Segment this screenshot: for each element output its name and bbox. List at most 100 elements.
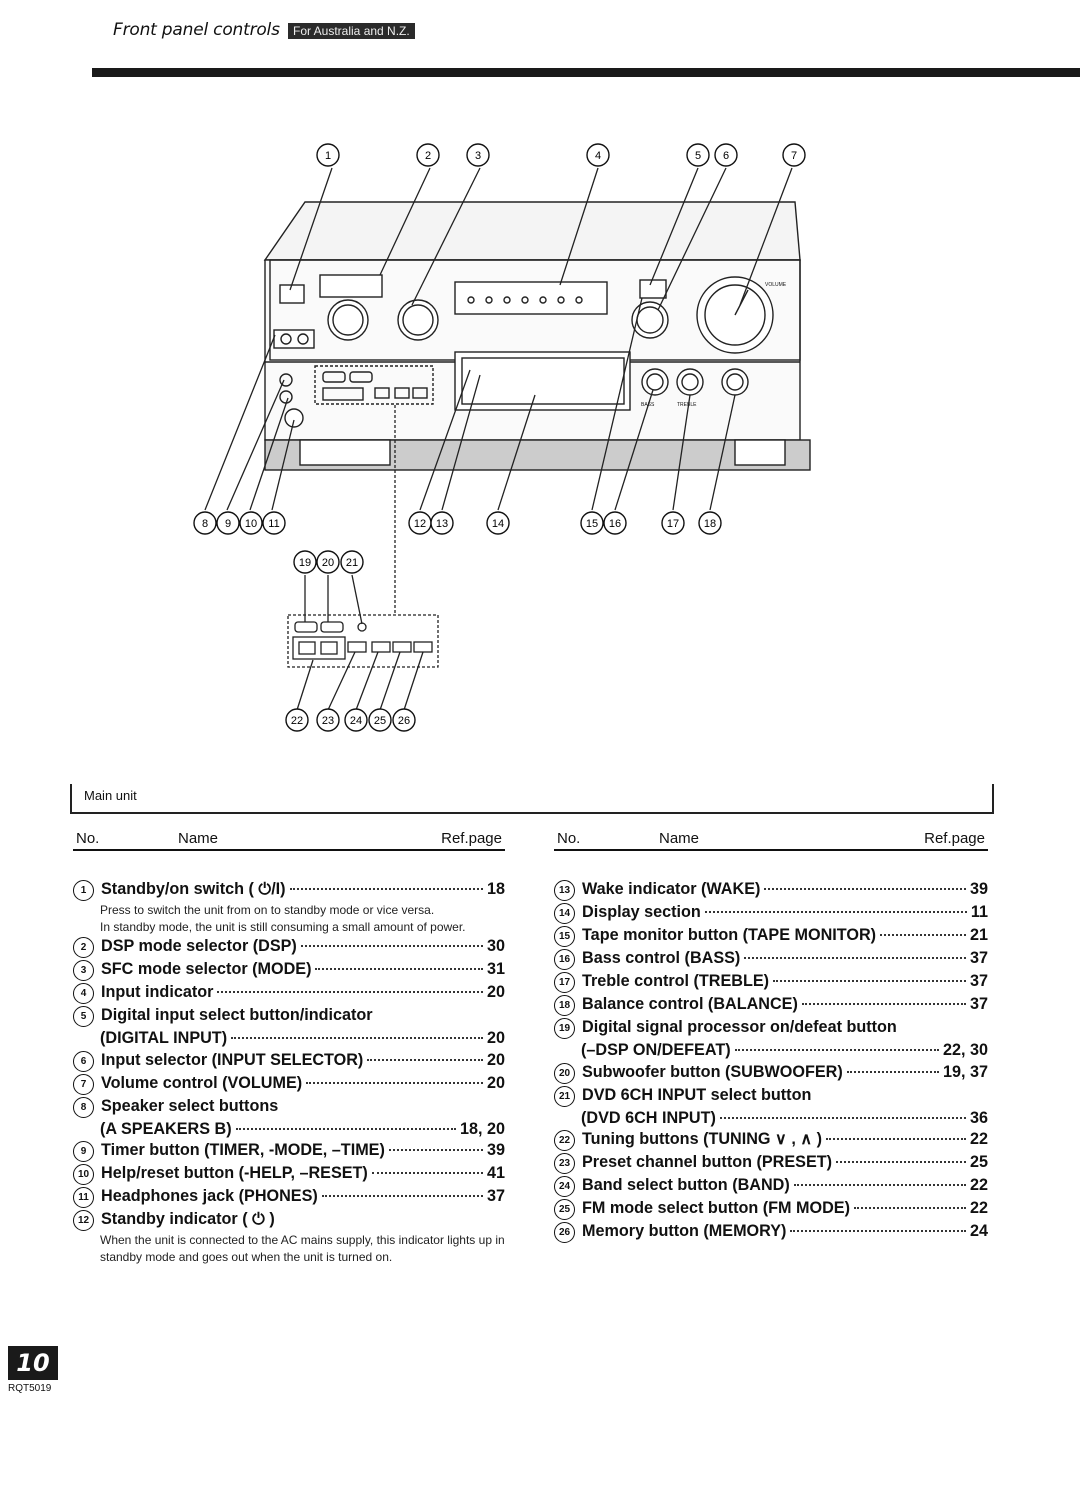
item-ref-page: 20: [486, 983, 505, 1001]
page-header: Front panel controls For Australia and N…: [0, 0, 1080, 80]
item-name: Memory button (MEMORY): [582, 1222, 787, 1240]
item-number-icon: 12: [73, 1210, 94, 1231]
header-name: Name: [659, 830, 700, 847]
item-ref-page: 21: [969, 926, 988, 944]
callout-21: 21: [340, 550, 364, 574]
callout-number: 10: [245, 518, 257, 530]
item-note: When the unit is connected to the AC mai…: [100, 1233, 505, 1264]
callout-19: 19: [293, 550, 317, 574]
item-ref-page: 37: [969, 995, 988, 1013]
leader-dots: [853, 1207, 966, 1209]
item-ref-page: 11: [970, 903, 988, 921]
item-name: SFC mode selector (MODE): [101, 960, 312, 978]
callout-number: 26: [398, 715, 410, 727]
callout-7: 7: [782, 143, 806, 167]
item-number-icon: 4: [73, 983, 94, 1004]
leader-dots: [773, 980, 966, 982]
callout-number: 12: [414, 518, 426, 530]
item-ref-page: 30: [486, 937, 505, 955]
callout-26: 26: [392, 708, 416, 732]
item-number-icon: 11: [73, 1187, 94, 1208]
callout-number: 9: [225, 518, 231, 530]
callout-9: 9: [216, 511, 240, 535]
item-name: Balance control (BALANCE): [582, 995, 798, 1013]
callout-12: 12: [408, 511, 432, 535]
callout-number: 18: [704, 518, 716, 530]
callout-number: 25: [374, 715, 386, 727]
item-name: Band select button (BAND): [582, 1176, 790, 1194]
callout-number: 7: [791, 150, 797, 162]
item-name: Bass control (BASS): [582, 949, 741, 967]
item-ref-page: 25: [969, 1153, 988, 1171]
item-name: Wake indicator (WAKE): [582, 880, 761, 898]
item-number-icon: 5: [73, 1006, 94, 1027]
item-name: Input selector (INPUT SELECTOR): [101, 1050, 364, 1069]
item-name: Help/reset button (-HELP, –RESET): [101, 1164, 368, 1182]
item-name: FM mode select button (FM MODE): [582, 1199, 850, 1217]
label-treble: TREBLE: [677, 402, 697, 408]
item-ref-page: 39: [969, 880, 988, 898]
item-name: Volume control (VOLUME): [101, 1073, 303, 1092]
item-ref-page: 22, 30: [942, 1041, 988, 1059]
callout-number: 17: [667, 518, 679, 530]
item-name: Display section: [582, 903, 701, 921]
item-name: DSP mode selector (DSP): [101, 937, 297, 955]
item-ref-page: 39: [486, 1141, 505, 1159]
callout-number: 6: [723, 150, 729, 162]
item-number-icon: 20: [554, 1062, 575, 1084]
leader-dots: [734, 1049, 939, 1051]
leader-dots: [790, 1230, 966, 1232]
callout-11: 11: [262, 511, 286, 535]
callout-number: 23: [322, 715, 334, 727]
item-ref-page: 41: [486, 1164, 505, 1182]
item-number-icon: 13: [554, 880, 575, 901]
leader-dots: [306, 1081, 483, 1084]
header-ref: Ref.page: [441, 830, 502, 847]
tuner-panel-detail: [287, 614, 439, 668]
region-badge: For Australia and N.Z.: [288, 23, 415, 39]
item-number-icon: 9: [73, 1141, 94, 1162]
item-ref-page: 22: [969, 1176, 988, 1194]
item-name: Treble control (TREBLE): [582, 972, 770, 990]
callout-25: 25: [368, 708, 392, 732]
item-name: Preset channel button (PRESET): [582, 1153, 833, 1171]
callout-22: 22: [285, 708, 309, 732]
item-name: Digital signal processor on/defeat butto…: [582, 1018, 897, 1036]
item-ref-page: 20: [486, 1073, 505, 1092]
document-code: RQT5019: [8, 1383, 52, 1394]
item-name-cont: (–DSP ON/DEFEAT): [581, 1041, 731, 1059]
item-number-icon: 23: [554, 1153, 575, 1174]
header-ref: Ref.page: [924, 830, 985, 847]
callout-20: 20: [316, 550, 340, 574]
leader-dots: [315, 968, 483, 970]
callout-10: 10: [239, 511, 263, 535]
table-header: No. Name Ref.page: [73, 827, 505, 851]
caption-text: Main unit: [84, 788, 137, 803]
item-name: Speaker select buttons: [101, 1096, 279, 1115]
callout-18: 18: [698, 511, 722, 535]
item-ref-page: 18, 20: [459, 1119, 505, 1138]
header-no: No.: [76, 830, 100, 847]
callout-number: 24: [350, 715, 362, 727]
item-name: Subwoofer button (SUBWOOFER): [582, 1062, 843, 1081]
item-ref-page: 20: [486, 1050, 505, 1069]
callout-6: 6: [714, 143, 738, 167]
callout-14: 14: [486, 511, 510, 535]
table-row-continued: (A SPEAKERS B)18, 20: [73, 1119, 505, 1141]
leader-dots: [880, 934, 966, 936]
item-name: Digital input select button/indicator: [101, 1006, 373, 1024]
leader-dots: [388, 1149, 483, 1151]
